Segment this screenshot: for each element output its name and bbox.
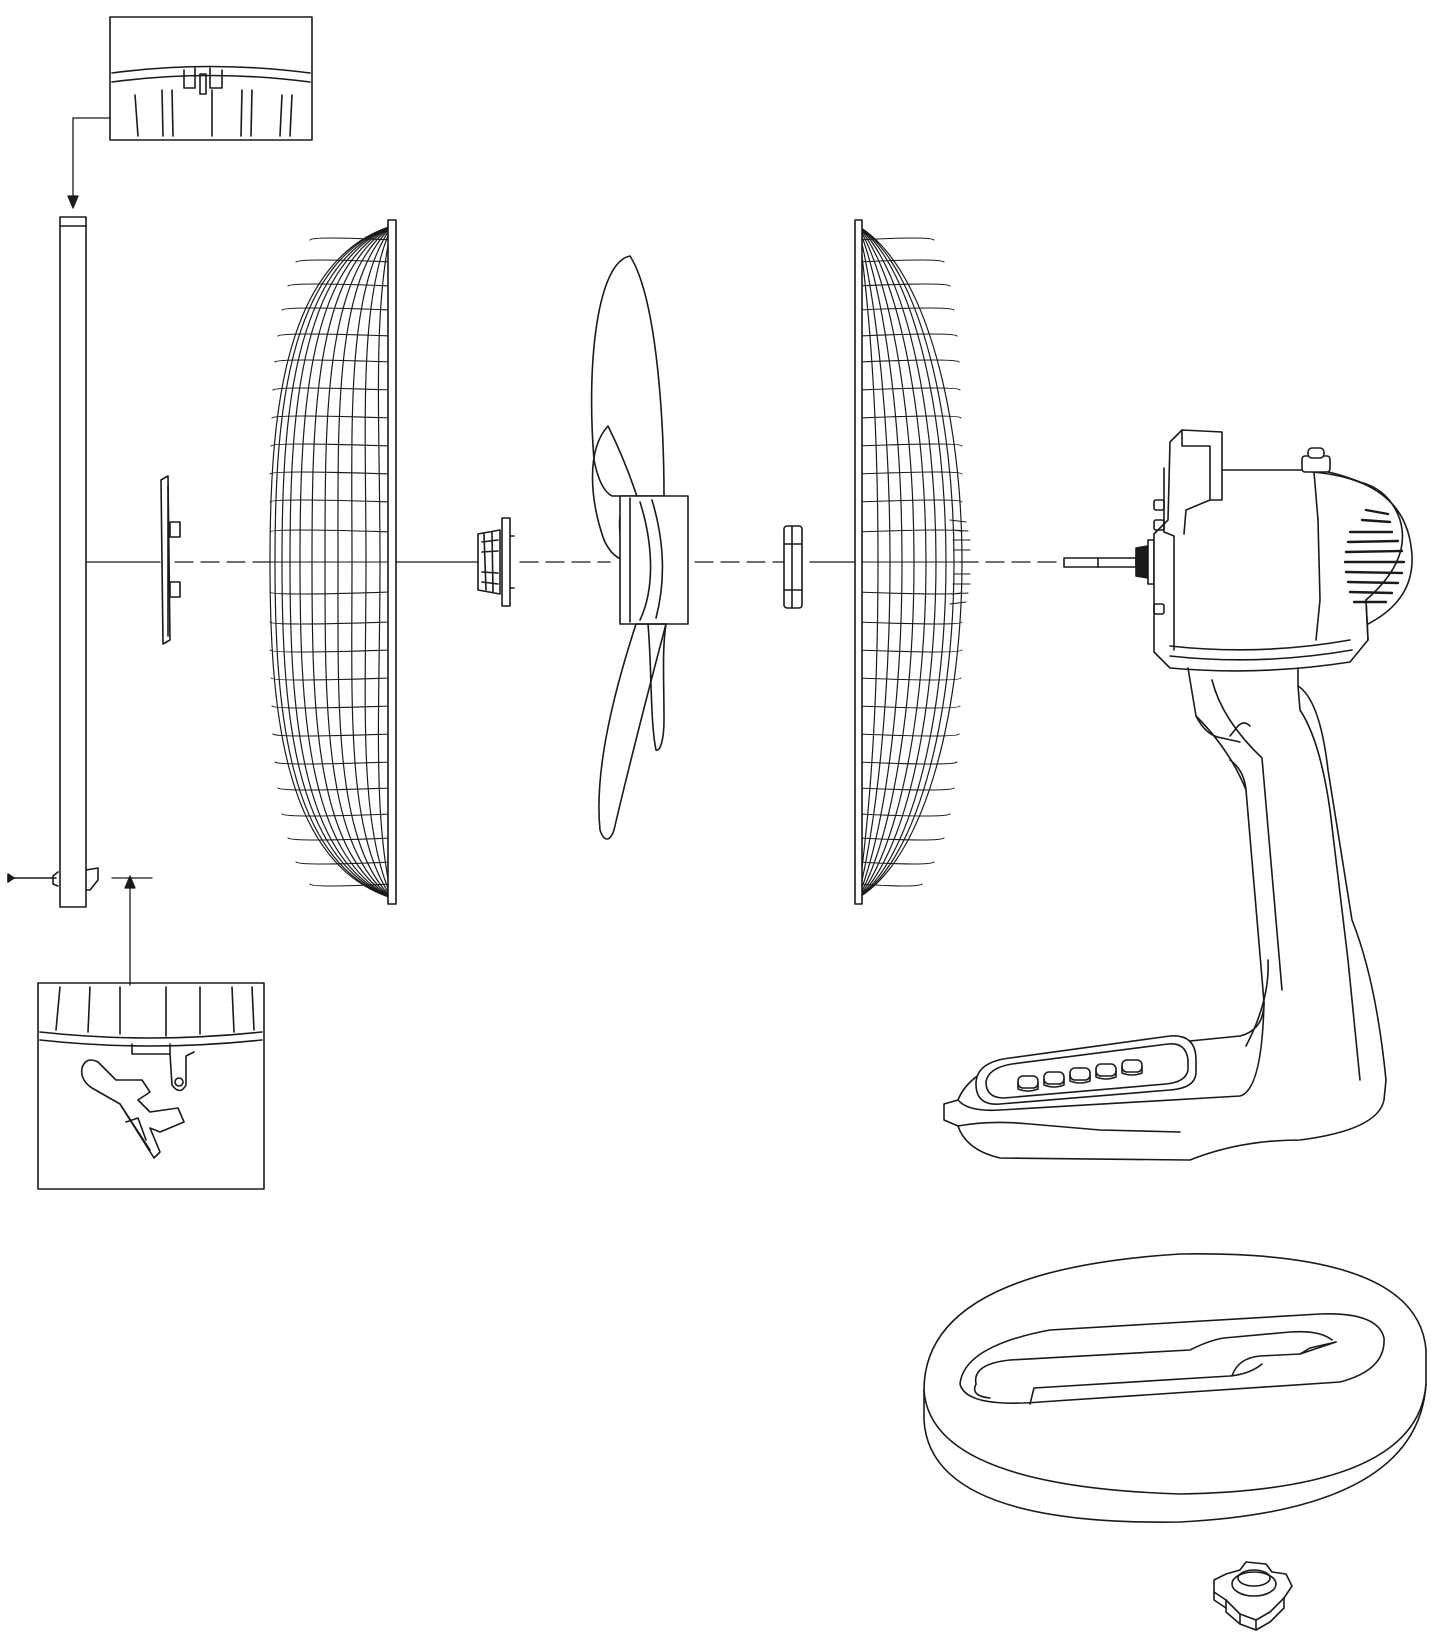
oscillation-knob [1302, 448, 1330, 472]
grille-ring [53, 217, 98, 907]
rear-grille-hub-spokes [950, 520, 970, 604]
control-button-side-3 [1070, 1075, 1090, 1083]
motor-housing [1154, 430, 1412, 671]
grille-nut [784, 526, 802, 608]
detail-pointer-top [68, 118, 110, 208]
blade-nut [478, 518, 514, 606]
fan-blade [592, 256, 688, 839]
front-grille [270, 220, 396, 904]
oval-base [924, 1254, 1426, 1522]
control-buttons [1018, 1060, 1142, 1091]
control-button-side-4 [1096, 1071, 1116, 1079]
detail-view-top [110, 17, 312, 140]
control-button-4 [1096, 1064, 1116, 1076]
control-button-1 [1018, 1076, 1038, 1088]
control-button-side-1 [1018, 1083, 1038, 1091]
base-locking-nut [1214, 1562, 1292, 1630]
control-button-5 [1122, 1060, 1142, 1072]
motor-vent-slots [1345, 510, 1404, 602]
spinner-cap [161, 476, 180, 644]
detail-view-clip [38, 983, 264, 1189]
rear-grille [855, 220, 970, 904]
motor-shaft [1064, 540, 1154, 584]
control-button-2 [1044, 1072, 1064, 1084]
detail-pointer-clip [112, 876, 152, 985]
screw [8, 874, 56, 882]
control-button-3 [1070, 1068, 1090, 1080]
control-button-side-2 [1044, 1079, 1064, 1087]
control-button-side-5 [1122, 1067, 1142, 1075]
stand-neck [944, 668, 1386, 1160]
